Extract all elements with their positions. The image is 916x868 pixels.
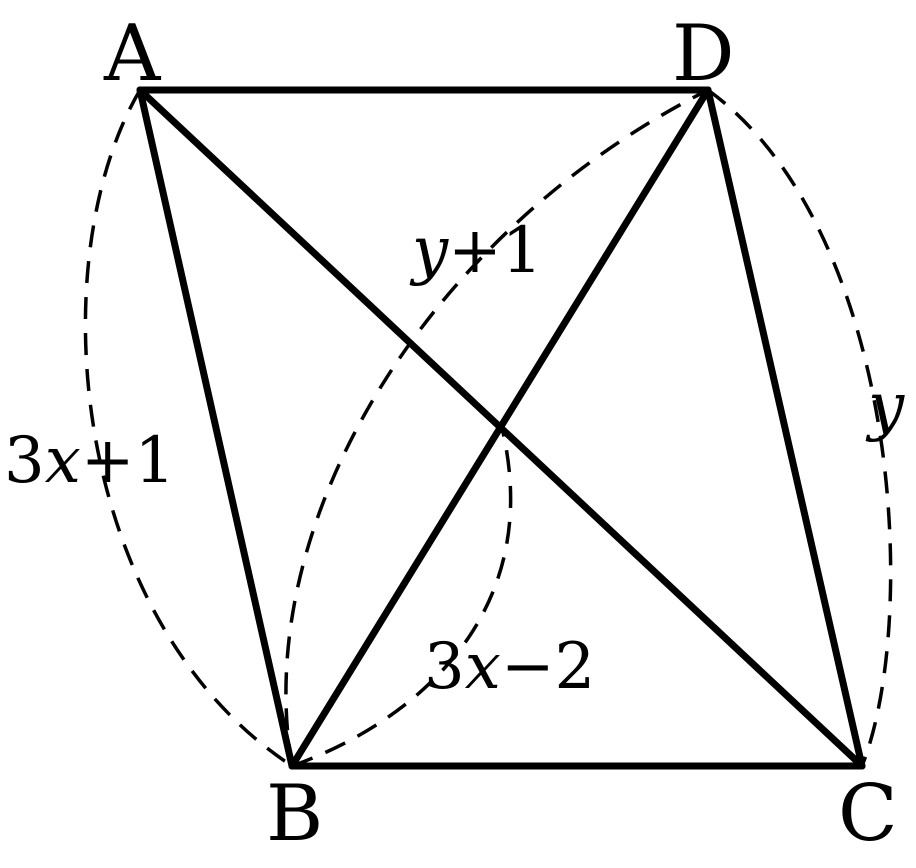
vertex-label-a: A bbox=[103, 9, 162, 99]
measure-label-bo: 3x−2 bbox=[424, 630, 595, 704]
arc-ab bbox=[83, 89, 293, 768]
vertex-label-d: D bbox=[672, 9, 735, 99]
measure-label-ab: 3x+1 bbox=[4, 424, 175, 498]
vertex-label-c: C bbox=[838, 769, 898, 859]
arc-bd bbox=[284, 88, 709, 767]
measure-label-dc: y bbox=[865, 370, 905, 444]
edge-dc bbox=[704, 86, 866, 770]
diagonal-bd bbox=[288, 86, 712, 770]
vertex-label-b: B bbox=[266, 769, 323, 859]
arc-bo bbox=[291, 427, 513, 768]
arc-dc bbox=[706, 88, 893, 767]
measure-label-bd: y+1 bbox=[409, 214, 543, 288]
edge-ab bbox=[136, 86, 296, 770]
